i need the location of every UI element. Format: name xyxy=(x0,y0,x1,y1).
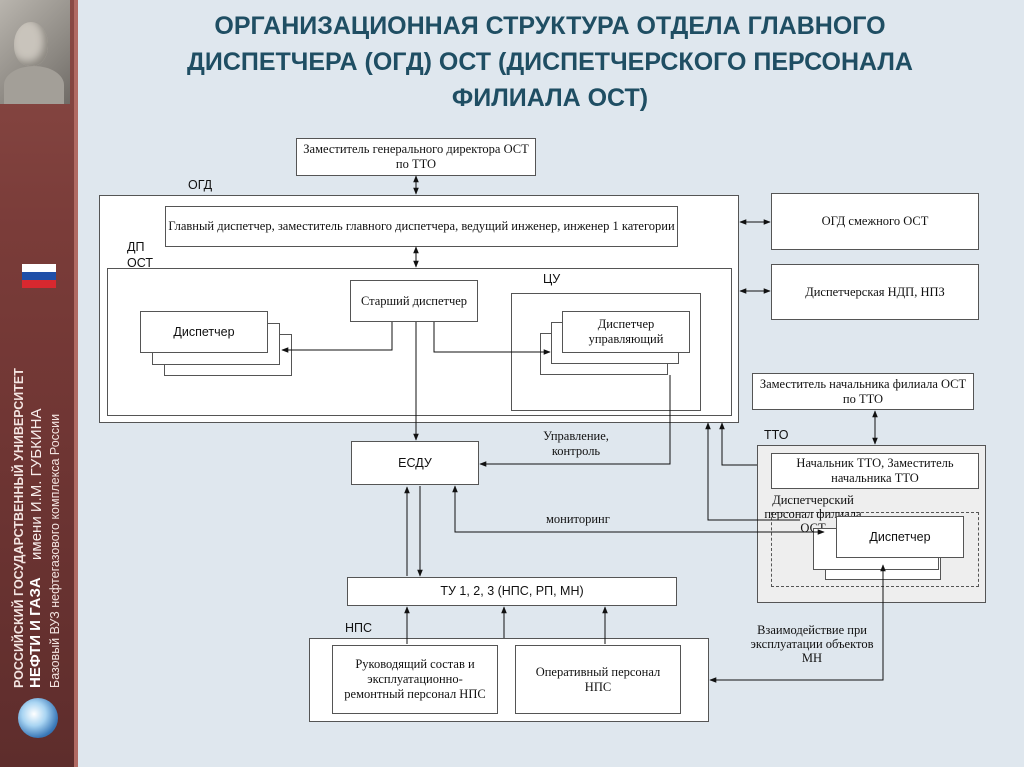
nps-label: НПС xyxy=(345,621,373,635)
page-title: ОРГАНИЗАЦИОННАЯ СТРУКТУРА ОТДЕЛА ГЛАВНОГ… xyxy=(187,12,913,112)
link-branch-nps xyxy=(709,564,886,683)
senior-dispatcher-box: Старший диспетчер xyxy=(350,280,478,322)
ogd-label: ОГД xyxy=(188,178,213,192)
portrait-head xyxy=(14,22,48,66)
link-control xyxy=(479,375,671,467)
link-senior-dispatcher xyxy=(281,322,393,353)
link-monitoring xyxy=(452,485,825,535)
adjacent-ogd-box: ОГД смежного ОСТ xyxy=(771,193,979,250)
cu-label: ЦУ xyxy=(543,272,561,286)
dp-ost-label: ДП ОСТ xyxy=(127,240,153,270)
control-label: Управление, контроль xyxy=(543,429,609,458)
sidebar: РОССИЙСКИЙ ГОСУДАРСТВЕННЫЙ УНИВЕРСИТЕТ Н… xyxy=(0,0,78,767)
link-tto-ogd-1 xyxy=(719,422,757,466)
flag-blue-stripe xyxy=(22,272,56,280)
deputy-branch-head-box: Заместитель начальника филиала ОСТ по ТТ… xyxy=(752,373,974,410)
dp-ost-frame xyxy=(107,268,732,416)
flag-red-stripe xyxy=(22,280,56,288)
nps-operational-box: Оперативный персонал НПС xyxy=(515,645,681,714)
nps-management-box: Руководящий состав и эксплуатационно-рем… xyxy=(332,645,498,714)
ndp-npz-box: Диспетчерская НДП, НПЗ xyxy=(771,264,979,320)
sidebar-stripe xyxy=(74,0,78,767)
branch-dispatcher-box: Диспетчер xyxy=(836,516,964,558)
link-senior-managing xyxy=(433,322,551,355)
portrait-image xyxy=(0,0,70,104)
tu-box: ТУ 1, 2, 3 (НПС, РП, МН) xyxy=(347,577,677,606)
flag-white-stripe xyxy=(22,264,56,272)
esdu-box: ЕСДУ xyxy=(351,441,479,485)
tto-label: ТТО xyxy=(764,428,789,442)
portrait-shoulders xyxy=(4,66,64,104)
logo-icon xyxy=(18,698,58,738)
link-tto-ogd-2 xyxy=(705,422,800,521)
russia-flag-icon xyxy=(22,264,56,288)
head-tto-box: Начальник ТТО, Заместитель начальника ТТ… xyxy=(771,453,979,489)
managing-dispatcher-box: Диспетчер управляющий xyxy=(562,311,690,353)
dispatcher-box: Диспетчер xyxy=(140,311,268,353)
chief-dispatcher-box: Главный диспетчер, заместитель главного … xyxy=(165,206,678,247)
